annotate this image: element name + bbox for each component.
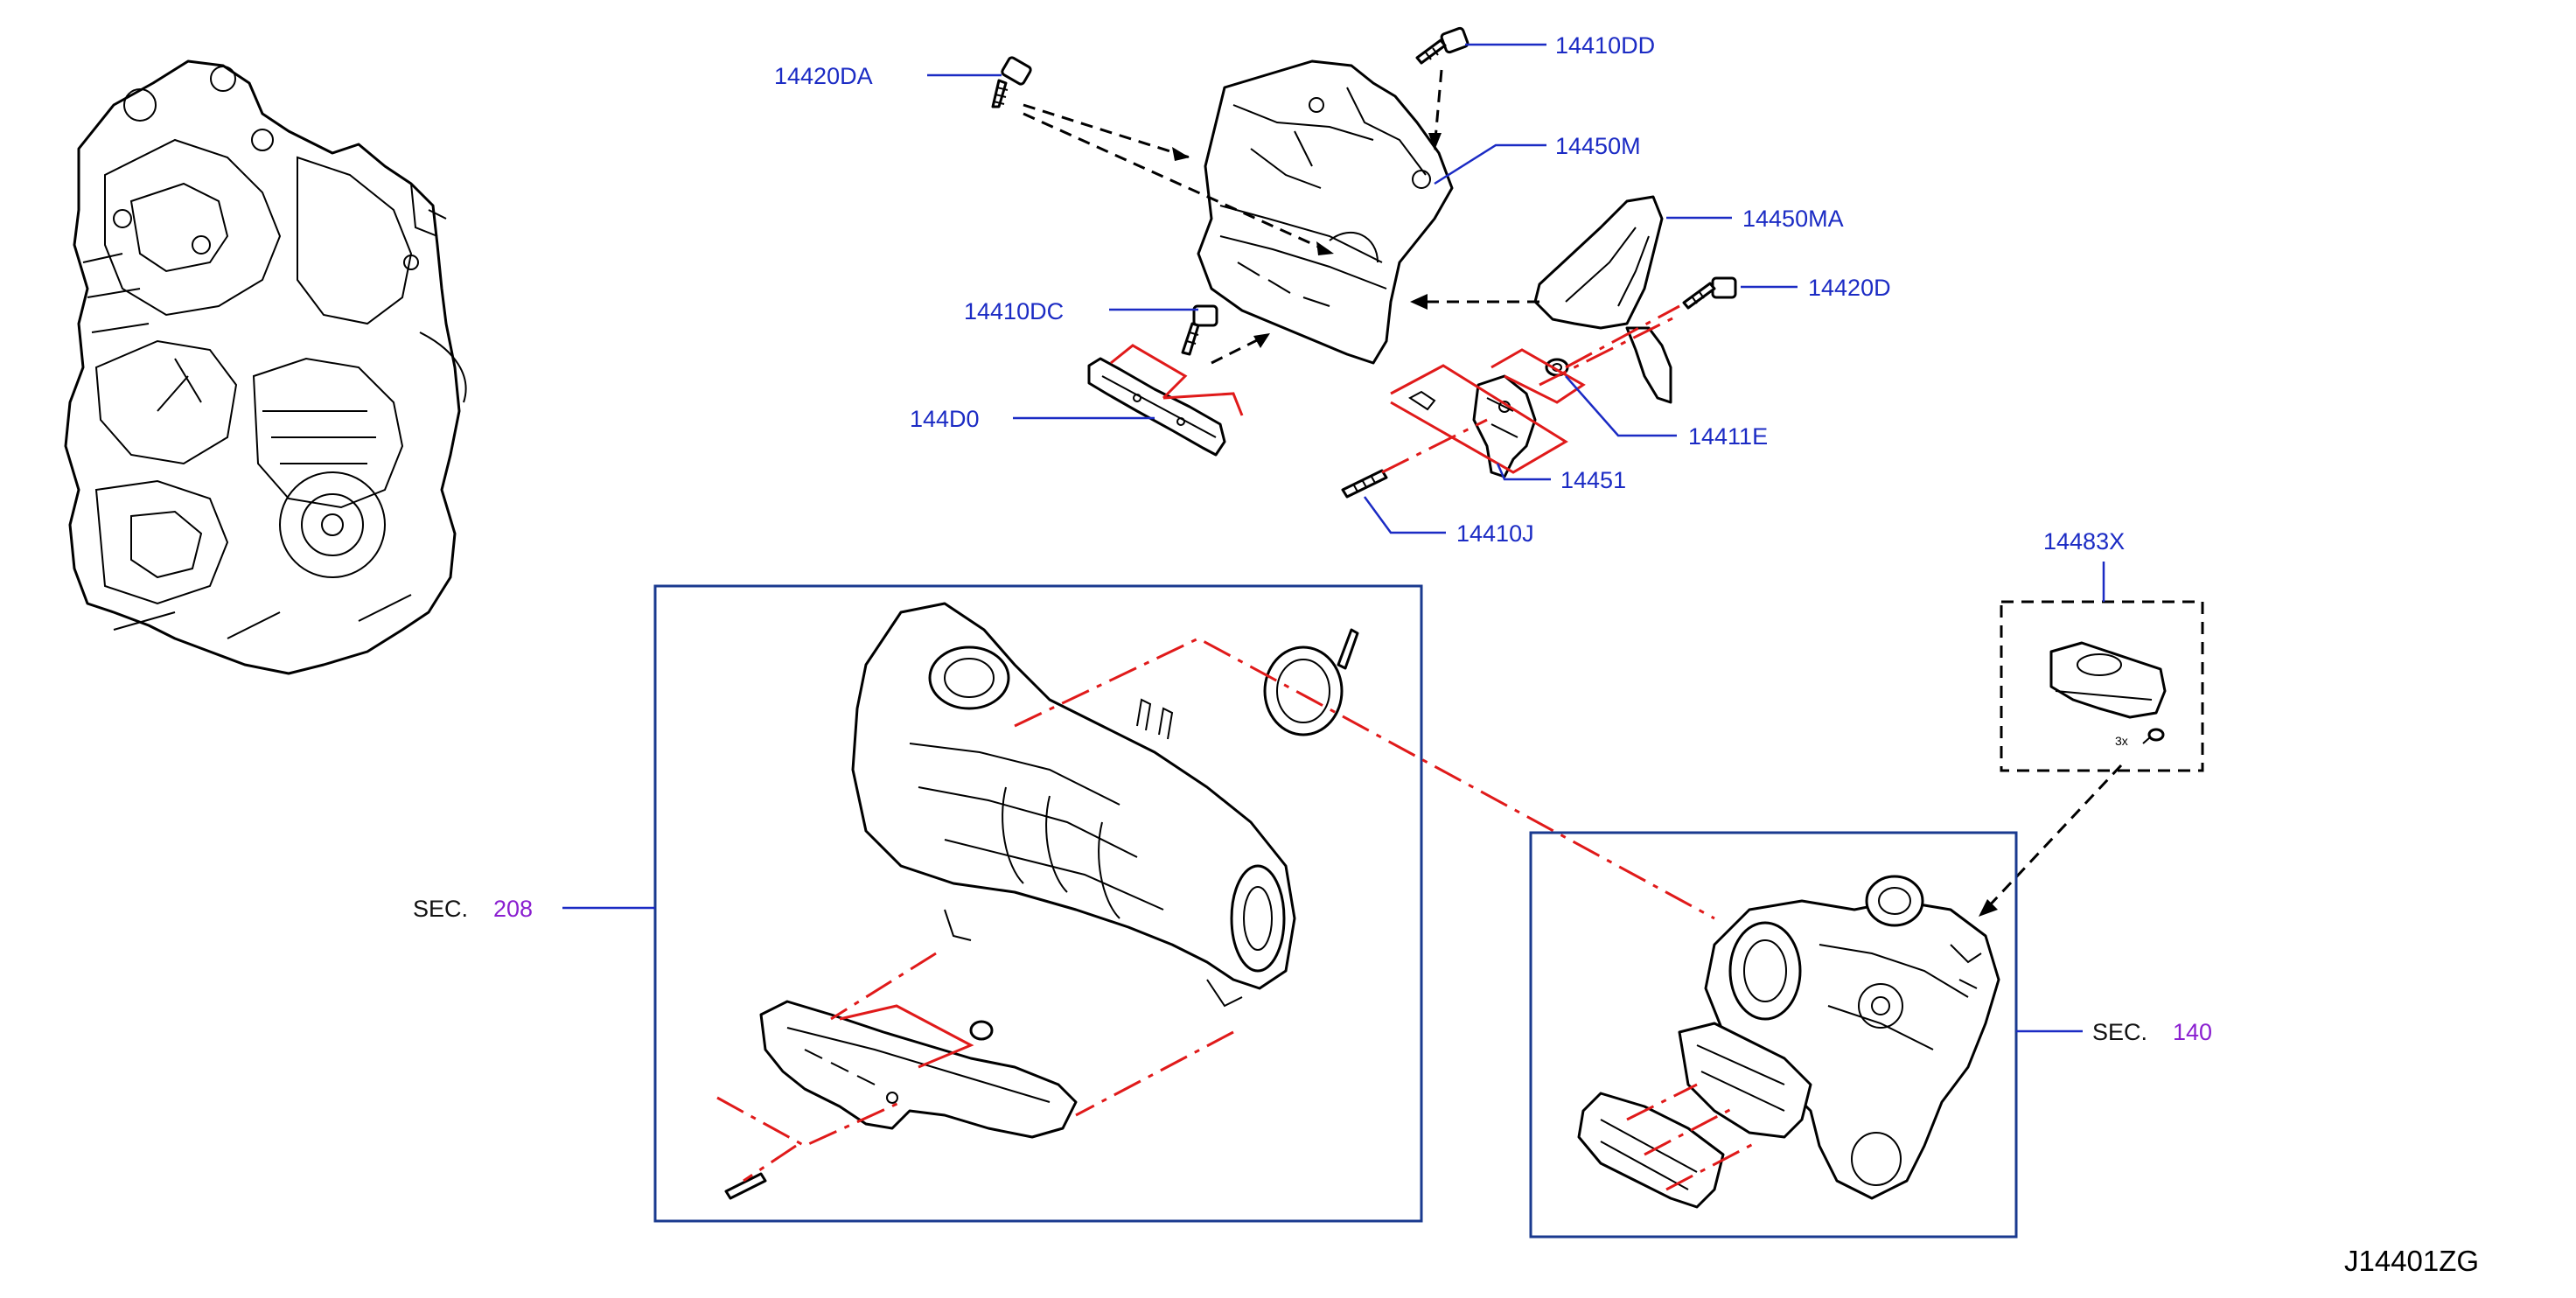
converter-gasket-ring[interactable] <box>1263 628 1359 736</box>
actuator-screw[interactable] <box>2142 728 2165 744</box>
label-14411E[interactable]: 14411E <box>1688 423 1768 450</box>
catalytic-converter[interactable] <box>851 602 1296 1008</box>
bracket-14451[interactable] <box>1472 374 1537 478</box>
bolt-14420DA[interactable] <box>991 56 1032 108</box>
label-14410DD[interactable]: 14410DD <box>1555 32 1655 59</box>
engine-block-illustration <box>64 59 467 675</box>
label-14420D[interactable]: 14420D <box>1808 275 1891 301</box>
callout-leaders <box>562 43 2105 1033</box>
label-14450MA[interactable]: 14450MA <box>1742 206 1844 232</box>
label-14410J[interactable]: 14410J <box>1456 520 1534 547</box>
label-14451[interactable]: 14451 <box>1560 467 1626 493</box>
sec-208-frame <box>653 584 1423 1223</box>
assembly-arrows <box>1023 69 2123 917</box>
bolt-14410DD[interactable] <box>1415 26 1470 65</box>
turbo-gasket-plate[interactable] <box>1678 1022 1812 1139</box>
quantity-label: 3x <box>2115 734 2128 748</box>
callout-labels: 14420DA 14410DD 14450M 14450MA 14410DC 1… <box>774 32 2125 555</box>
actuator-kit-box <box>2000 600 2204 772</box>
diagram-code: J14401ZG <box>2344 1245 2479 1277</box>
sec-208-label: SEC. <box>413 896 468 922</box>
label-14450M[interactable]: 14450M <box>1555 133 1641 159</box>
sec-140-link[interactable]: 140 <box>2173 1019 2212 1045</box>
sec-140-label: SEC. <box>2092 1019 2147 1045</box>
sec-208-link[interactable]: 208 <box>493 896 533 922</box>
stud-14410J[interactable] <box>1341 469 1388 499</box>
clip-ring[interactable] <box>1408 390 1436 411</box>
heat-shield-bracket[interactable] <box>1533 195 1672 404</box>
label-144D0[interactable]: 144D0 <box>910 406 980 432</box>
heat-insulator-clip-144D0[interactable] <box>1087 357 1226 457</box>
bolt-14420D[interactable] <box>1682 276 1737 310</box>
wastegate-actuator[interactable] <box>2049 641 2167 719</box>
red-assembly-lines-sec140 <box>1626 1083 1759 1191</box>
label-14420DA[interactable]: 14420DA <box>774 63 873 89</box>
heat-shield-upper[interactable] <box>1197 59 1454 365</box>
red-assembly-lines-upper <box>1110 304 1680 474</box>
converter-support-bracket[interactable] <box>724 1000 1078 1200</box>
sec-140-frame <box>1529 831 2018 1239</box>
section-references: SEC. 208 SEC. 140 <box>413 896 2212 1045</box>
turbocharger-assembly[interactable] <box>1704 875 2000 1200</box>
red-assembly-lines-sec208 <box>716 637 1715 1183</box>
label-14483X[interactable]: 14483X <box>2043 528 2125 555</box>
label-14410DC[interactable]: 14410DC <box>964 298 1064 324</box>
bolt-14410DC[interactable] <box>1181 304 1218 356</box>
